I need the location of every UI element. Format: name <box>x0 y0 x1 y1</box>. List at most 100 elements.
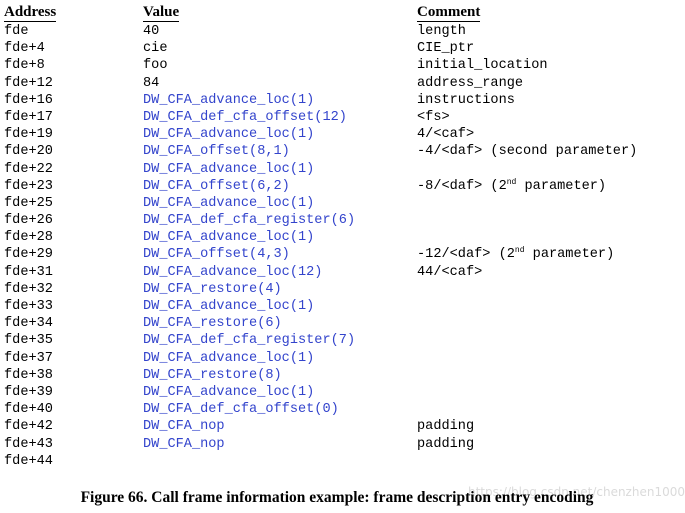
comment-cell: instructions <box>417 92 515 109</box>
value-cell: DW_CFA_restore(4) <box>143 281 282 297</box>
address-cell: fde+40 <box>4 402 53 418</box>
comment-text: -12/<daf> (2 <box>417 247 515 263</box>
comment-cell: <fs> <box>417 109 450 126</box>
comment-tail: parameter) <box>516 178 607 194</box>
value-cell: DW_CFA_advance_loc(1) <box>143 195 315 211</box>
value-cell: cie <box>143 41 168 57</box>
ordinal-superscript: nd <box>506 177 517 187</box>
address-cell: fde+17 <box>4 109 53 125</box>
comment-cell: -4/<daf> (second parameter) <box>417 143 637 160</box>
table-row: fde+43 DW_CFA_nop padding <box>0 436 674 453</box>
value-cell: DW_CFA_def_cfa_offset(0) <box>143 402 339 418</box>
value-cell: DW_CFA_offset(8,1) <box>143 144 290 160</box>
comment-text: -4/<daf> (second parameter) <box>417 144 638 160</box>
address-cell: fde+16 <box>4 92 53 108</box>
address-cell: fde+32 <box>4 281 53 297</box>
comment-text: initial_location <box>417 58 548 74</box>
table-row: fde+17 DW_CFA_def_cfa_offset(12) <fs> <box>0 109 674 126</box>
comment-cell: -12/<daf> (2nd parameter) <box>417 246 614 263</box>
value-cell: DW_CFA_advance_loc(1) <box>143 299 315 314</box>
table-row: fde+16 DW_CFA_advance_loc(1) instructions <box>0 92 674 109</box>
address-cell: fde+38 <box>4 367 53 383</box>
comment-text: padding <box>417 436 475 452</box>
address-cell: fde+33 <box>4 299 53 314</box>
comment-text: address_range <box>417 75 524 91</box>
address-cell: fde+35 <box>4 333 53 349</box>
comment-cell: CIE_ptr <box>417 40 474 57</box>
comment-text: 44/<caf> <box>417 264 483 280</box>
header-comment: Comment <box>417 4 481 22</box>
value-cell: DW_CFA_advance_loc(1) <box>143 92 315 108</box>
address-cell: fde+39 <box>4 384 53 400</box>
table-row: fde+31 DW_CFA_advance_loc(12) 44/<caf> <box>0 264 674 281</box>
table-row: fde+25 DW_CFA_advance_loc(1) <box>0 195 674 212</box>
value-cell: DW_CFA_advance_loc(1) <box>143 350 315 366</box>
comment-cell: -8/<daf> (2nd parameter) <box>417 178 606 195</box>
figure-caption: Figure 66. Call frame information exampl… <box>80 489 594 506</box>
address-cell: fde+19 <box>4 127 53 143</box>
value-cell: DW_CFA_advance_loc(12) <box>143 264 323 280</box>
value-cell: DW_CFA_advance_loc(1) <box>143 161 315 177</box>
table-row: fde+23 DW_CFA_offset(6,2) -8/<daf> (2nd pa… <box>0 178 674 195</box>
value-cell: foo <box>143 58 168 74</box>
table-row: fde+26 DW_CFA_def_cfa_register(6) <box>0 212 674 229</box>
table-row: fde+40 DW_CFA_def_cfa_offset(0) <box>0 401 674 418</box>
address-cell: fde+42 <box>4 419 53 435</box>
table-row: fde+28 DW_CFA_advance_loc(1) <box>0 229 674 246</box>
address-cell: fde+31 <box>4 264 53 280</box>
value-cell: DW_CFA_offset(6,2) <box>143 178 290 194</box>
table-row: fde+4 cie CIE_ptr <box>0 40 674 57</box>
value-cell: DW_CFA_def_cfa_offset(12) <box>143 109 347 125</box>
address-cell: fde <box>4 24 29 39</box>
comment-cell: padding <box>417 436 474 453</box>
value-cell: DW_CFA_restore(6) <box>143 316 282 332</box>
ordinal-superscript: nd <box>514 246 525 256</box>
address-cell: fde+29 <box>4 247 53 263</box>
value-cell: DW_CFA_nop <box>143 436 225 452</box>
value-cell: 40 <box>143 24 160 39</box>
address-cell: fde+20 <box>4 144 53 160</box>
address-cell: fde+4 <box>4 41 45 57</box>
address-cell: fde+12 <box>4 75 53 91</box>
table-row: fde+32 DW_CFA_restore(4) <box>0 281 674 298</box>
table-row: fde+35 DW_CFA_def_cfa_register(7) <box>0 332 674 349</box>
comment-text: instructions <box>417 92 515 108</box>
header-value: Value <box>143 4 180 22</box>
table-row: fde+44 <box>0 453 674 470</box>
address-cell: fde+34 <box>4 316 53 332</box>
address-cell: fde+8 <box>4 58 45 74</box>
value-cell: DW_CFA_restore(8) <box>143 367 282 383</box>
address-cell: fde+44 <box>4 453 53 469</box>
value-cell: DW_CFA_offset(4,3) <box>143 247 290 263</box>
address-cell: fde+25 <box>4 195 53 211</box>
table-row: fde+29 DW_CFA_offset(4,3) -12/<daf> (2nd p… <box>0 246 674 263</box>
table-row: fde+20 DW_CFA_offset(8,1) -4/<daf> (second… <box>0 143 674 160</box>
value-cell: DW_CFA_def_cfa_register(6) <box>143 213 356 229</box>
table-row: fde+34 DW_CFA_restore(6) <box>0 315 674 332</box>
comment-cell: padding <box>417 418 474 435</box>
table-row: fde 40 length <box>0 23 674 40</box>
address-cell: fde+43 <box>4 436 53 452</box>
header-address: Address <box>4 4 57 22</box>
value-cell: DW_CFA_advance_loc(1) <box>143 127 315 143</box>
comment-cell: 4/<caf> <box>417 126 474 143</box>
value-cell: DW_CFA_def_cfa_register(7) <box>143 333 356 349</box>
comment-cell: address_range <box>417 75 523 92</box>
comment-text: 4/<caf> <box>417 127 475 143</box>
address-cell: fde+28 <box>4 230 53 246</box>
value-cell: DW_CFA_advance_loc(1) <box>143 230 315 246</box>
comment-text: -8/<daf> (2 <box>417 178 507 194</box>
comment-tail: parameter) <box>524 247 615 263</box>
table-row: fde+8 foo initial_location <box>0 57 674 74</box>
comment-text: padding <box>417 419 475 435</box>
table-row: fde+38 DW_CFA_restore(8) <box>0 367 674 384</box>
value-cell: DW_CFA_nop <box>143 419 225 435</box>
comment-text: length <box>417 24 466 39</box>
address-cell: fde+26 <box>4 213 53 229</box>
address-cell: fde+23 <box>4 178 53 194</box>
